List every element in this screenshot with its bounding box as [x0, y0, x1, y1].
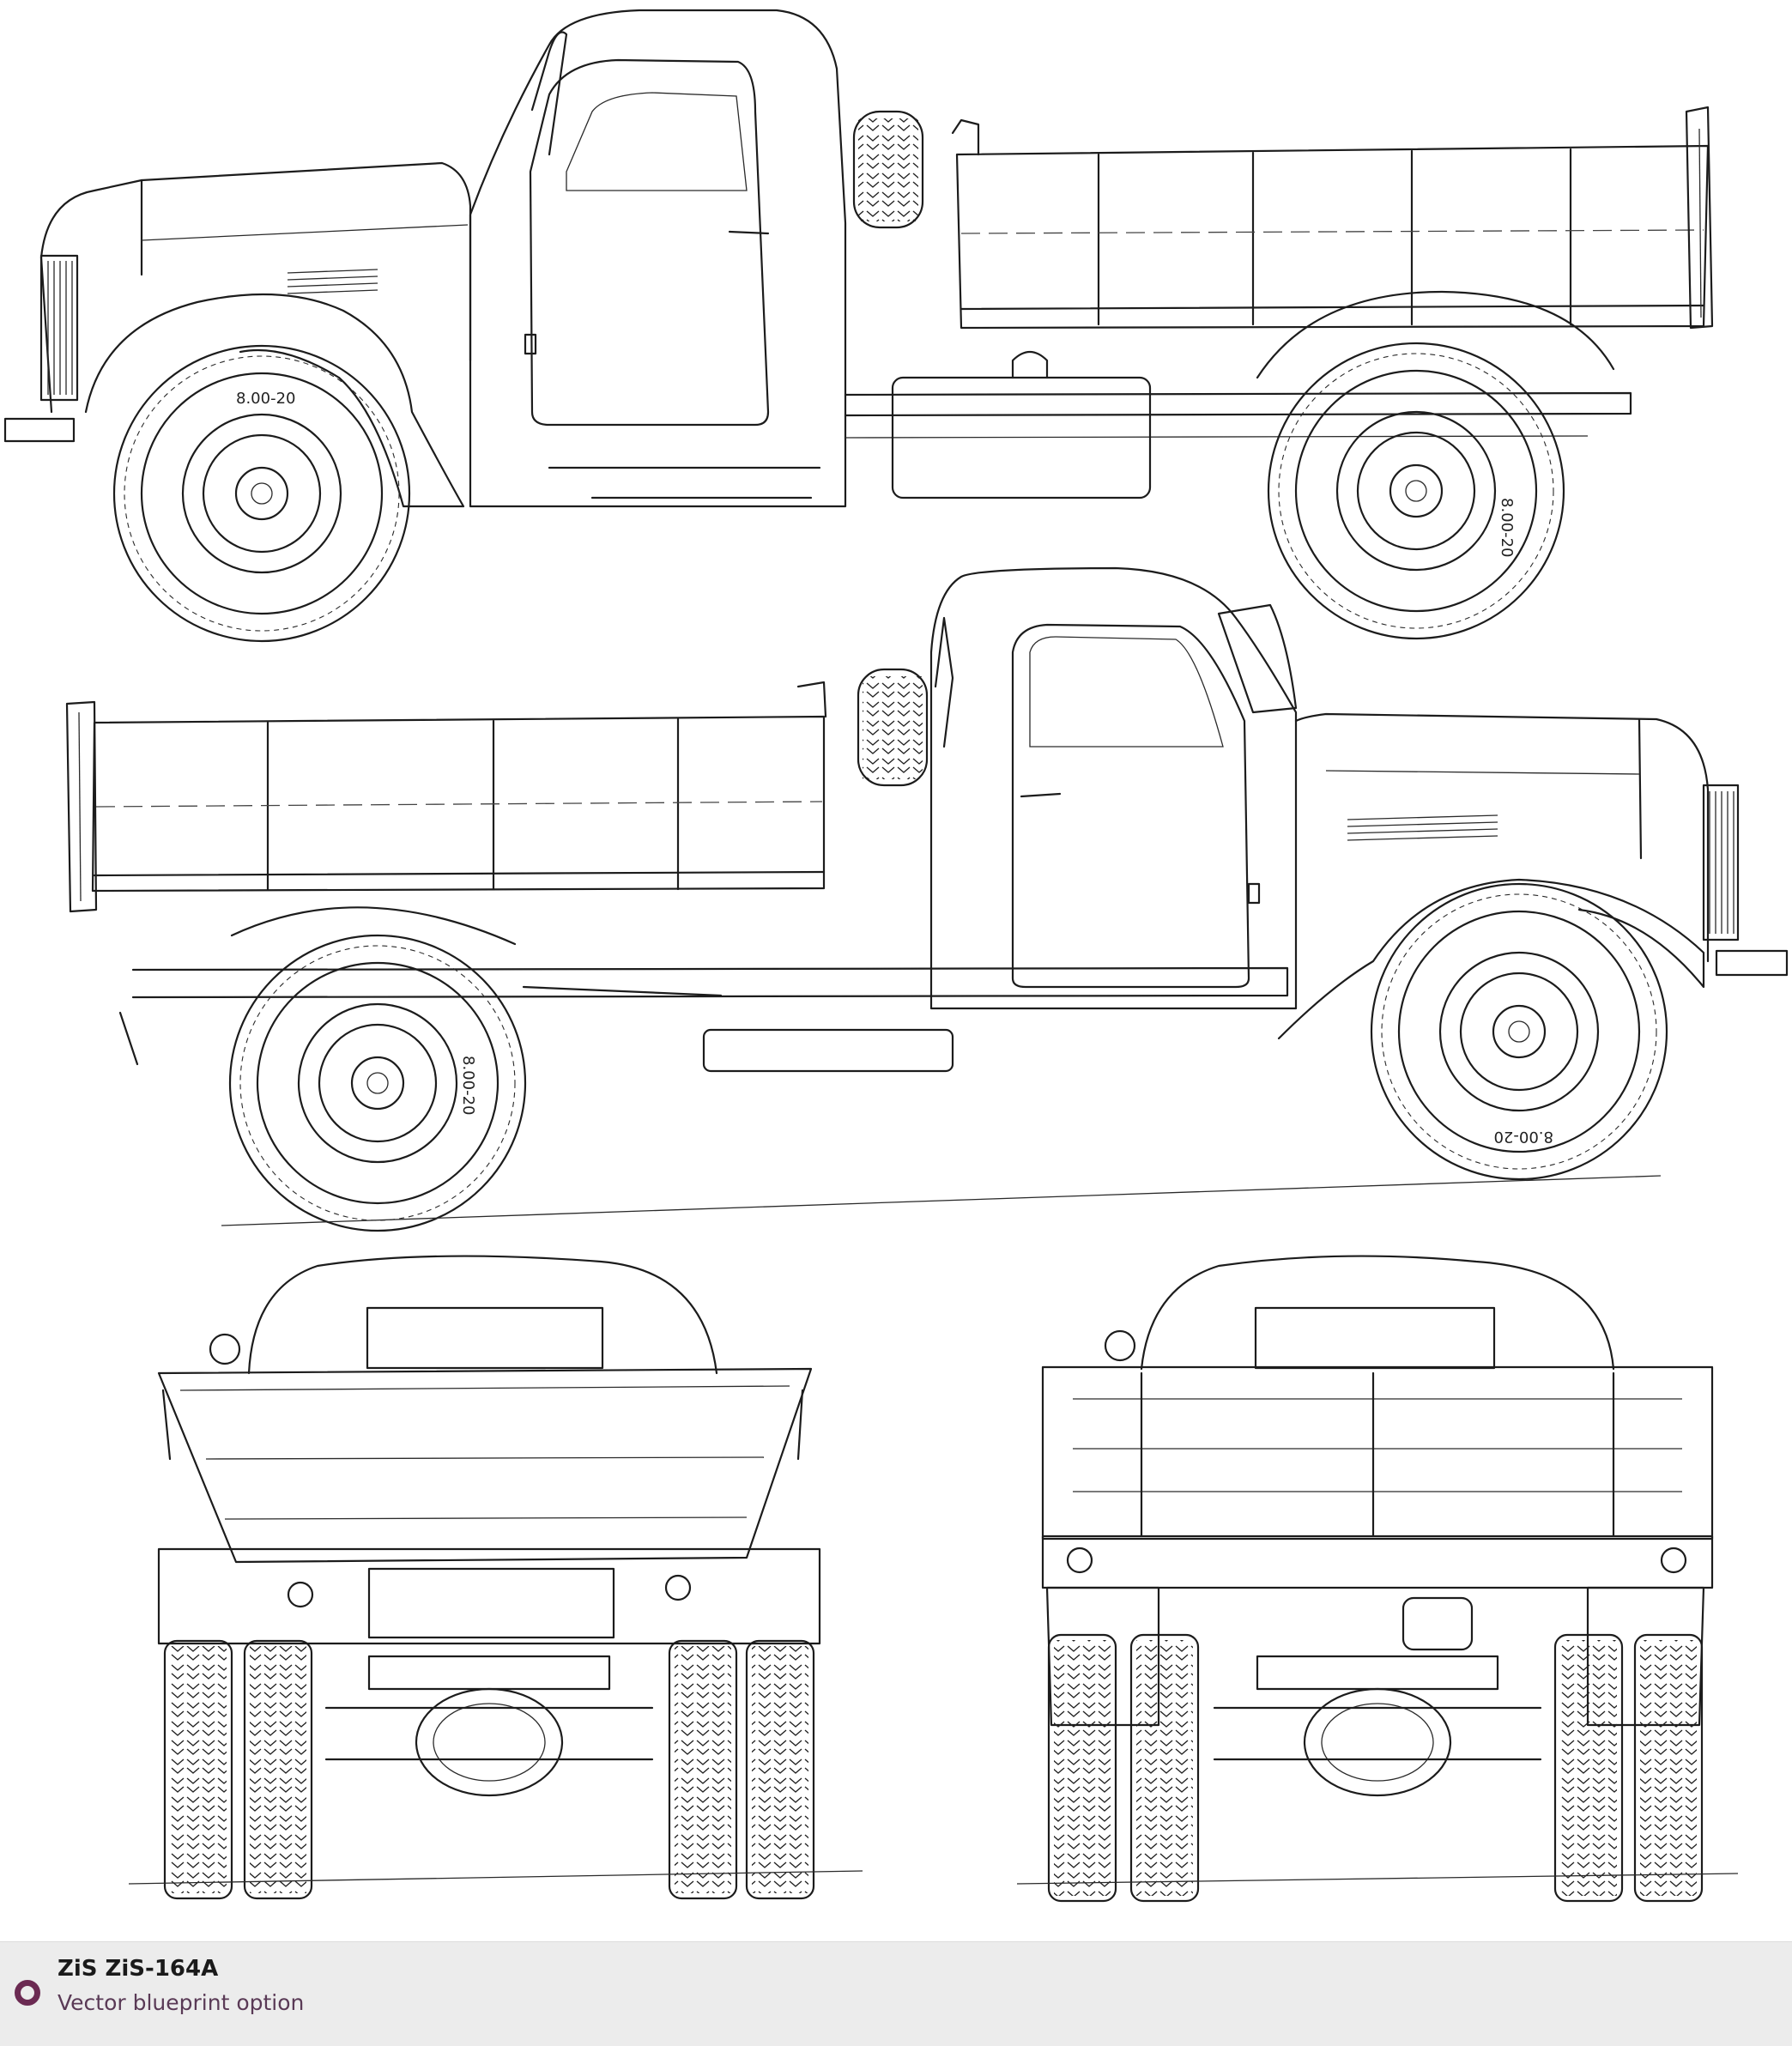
model-subtitle: Vector blueprint option	[58, 1990, 305, 2015]
ring-logo-icon	[15, 1980, 40, 2006]
side-view-right: 8.00-20 8.00-20	[65, 566, 1789, 1232]
wheel-front: 8.00-20	[112, 344, 411, 643]
wheel-front-right: 8.00-20	[1370, 882, 1668, 1181]
rear-view	[1016, 1255, 1739, 1903]
wheel-rear-right: 8.00-20	[228, 934, 527, 1232]
blueprint-drawing: 8.00-20 8.00-20	[3, 9, 1789, 1903]
tire-size-label: 8.00-20	[1498, 498, 1516, 557]
tire-size-label: 8.00-20	[459, 1056, 477, 1115]
side-view-left: 8.00-20 8.00-20	[3, 9, 1714, 643]
front-view	[128, 1255, 863, 1900]
tire-size-label: 8.00-20	[1494, 1128, 1553, 1146]
model-title: ZiS ZiS-164A	[58, 1956, 219, 1982]
wheel-rear: 8.00-20	[1267, 342, 1565, 640]
tire-size-label: 8.00-20	[236, 390, 295, 408]
caption-footer: ZiS ZiS-164A Vector blueprint option	[0, 1941, 1792, 2046]
